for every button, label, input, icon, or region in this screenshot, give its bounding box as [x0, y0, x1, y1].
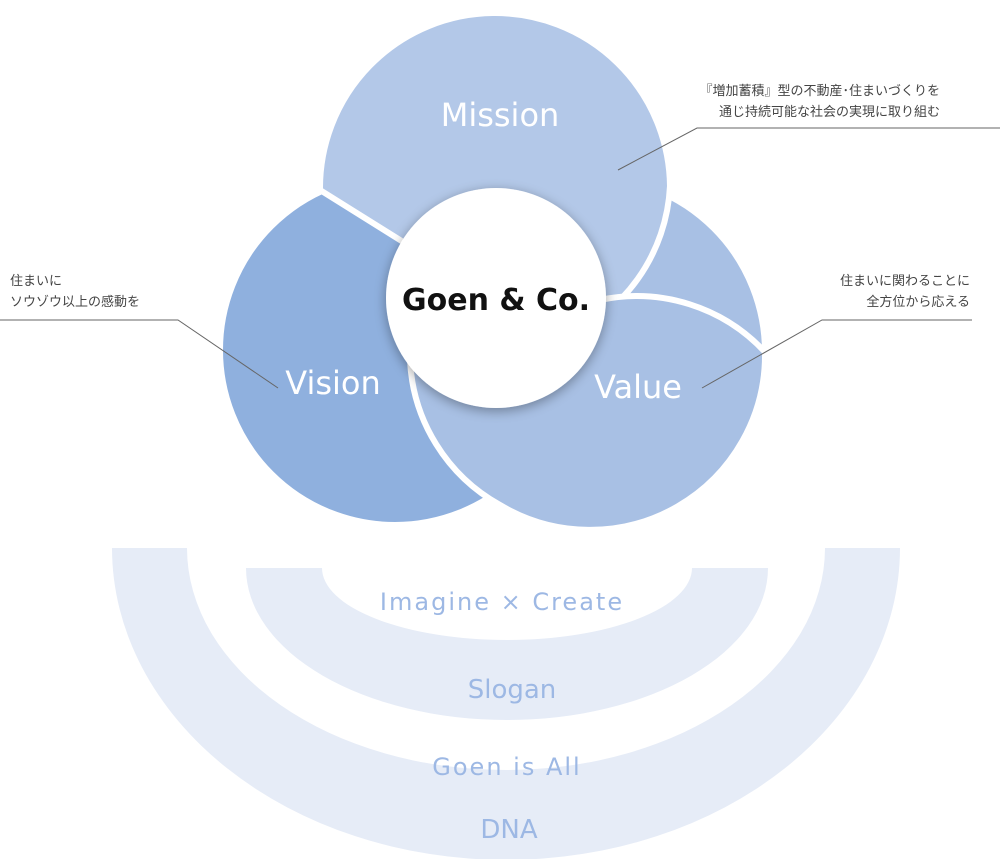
- value-annotation-line-2: 全方位から応える: [866, 294, 970, 310]
- vision-annotation-line-1: 住まいに: [10, 274, 62, 289]
- dna-arch-band: [112, 548, 900, 859]
- slogan-title: Slogan: [468, 675, 557, 705]
- dna-phrase: Goen is All: [432, 753, 581, 781]
- value-label: Value: [594, 368, 682, 406]
- vision-annotation-line-2: ソウゾウ以上の感動を: [10, 294, 140, 310]
- slogan-phrase: Imagine × Create: [380, 588, 624, 616]
- center-circle: [386, 188, 606, 408]
- mission-label: Mission: [441, 96, 560, 134]
- value-leader-line: [701, 319, 972, 389]
- mission-annotation-line-1: 『増加蓄積』型の不動産･住まいづくりを: [699, 83, 940, 99]
- value-annotation-line-1: 住まいに関わることに: [840, 274, 970, 289]
- mission-leader-line: [617, 127, 1000, 171]
- dna-title: DNA: [480, 815, 537, 845]
- vision-leader-line: [0, 319, 279, 389]
- slogan-arch-band: [246, 568, 768, 720]
- mission-annotation-line-2: 通じ持続可能な社会の実現に取り組む: [719, 104, 940, 120]
- company-name: Goen & Co.: [402, 283, 590, 318]
- vision-label: Vision: [285, 364, 381, 402]
